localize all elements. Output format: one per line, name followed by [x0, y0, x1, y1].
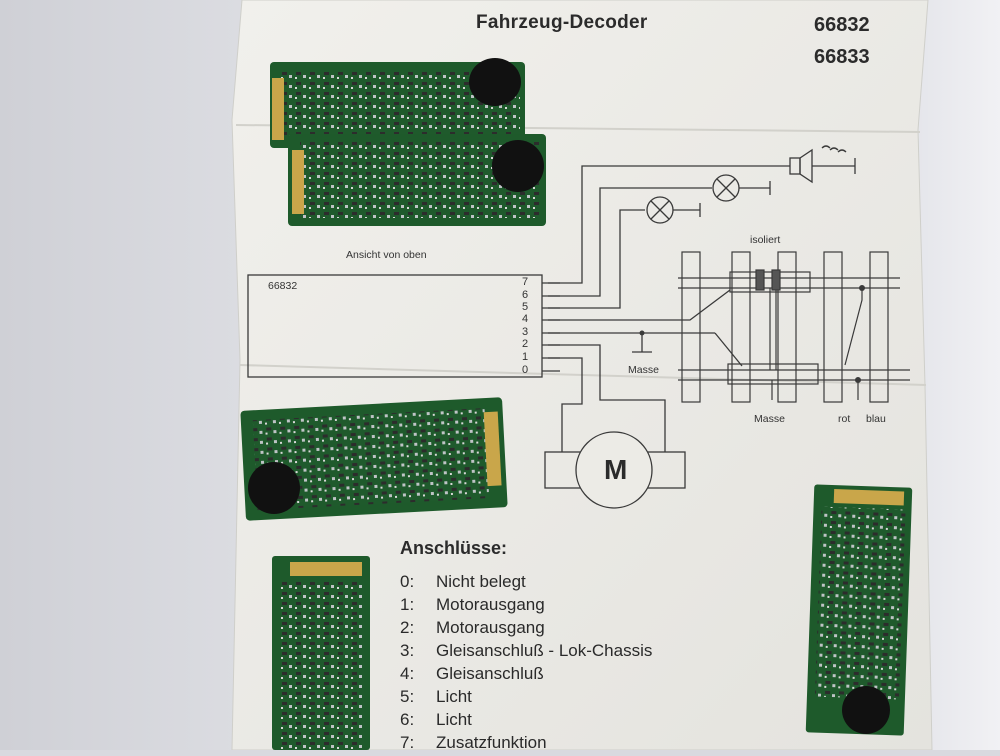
decoder-board-top-2: [288, 134, 546, 226]
isolated-label: isoliert: [750, 234, 781, 246]
connections-title: Anschlüsse:: [400, 538, 508, 558]
pin-label: 3: [522, 326, 529, 338]
decoder-board-top-1: [270, 58, 525, 148]
decoder-board-middle: [240, 397, 508, 521]
pin-label: 6: [522, 289, 529, 301]
list-item: 3:Gleisanschluß - Lok-Chassis: [400, 641, 653, 660]
pin-label: 7: [522, 276, 529, 288]
motor-label: M: [604, 454, 628, 485]
article-number-1: 66832: [814, 14, 870, 36]
decoder-label: 66832: [268, 280, 298, 292]
pin-label: 1: [522, 351, 529, 363]
list-item: 6:Licht: [400, 710, 472, 729]
wiring-diagram: [542, 145, 856, 509]
view-label: Ansicht von oben: [346, 249, 427, 261]
list-item: 5:Licht: [400, 687, 472, 706]
decoder-box: [247, 274, 543, 378]
list-item: 4:Gleisanschluß: [400, 664, 544, 683]
pin-label: 2: [522, 338, 529, 350]
list-item: 0:Nicht belegt: [400, 572, 526, 591]
decoder-board-bottom-left: [272, 556, 370, 750]
connections-list: 0:Nicht belegt 1:Motorausgang 2:Motoraus…: [400, 572, 652, 756]
list-item: 1:Motorausgang: [400, 595, 545, 614]
list-item: 7:Zusatzfunktion: [400, 733, 547, 752]
pin-label: 5: [522, 301, 529, 313]
table-surface-left: [0, 0, 260, 750]
sheet-title: Fahrzeug-Decoder: [476, 12, 648, 33]
wire-label-red: rot: [838, 413, 851, 425]
decoder-board-bottom-right: [805, 484, 913, 736]
article-number-2: 66833: [814, 46, 870, 68]
list-item: 2:Motorausgang: [400, 618, 545, 637]
wire-label-blue: blau: [866, 413, 886, 425]
fold-line: [239, 364, 927, 386]
ground-label: Masse: [754, 413, 785, 425]
pin-label: 0: [522, 364, 529, 376]
pin-label: 4: [522, 313, 529, 325]
ground-label: Masse: [628, 364, 659, 376]
